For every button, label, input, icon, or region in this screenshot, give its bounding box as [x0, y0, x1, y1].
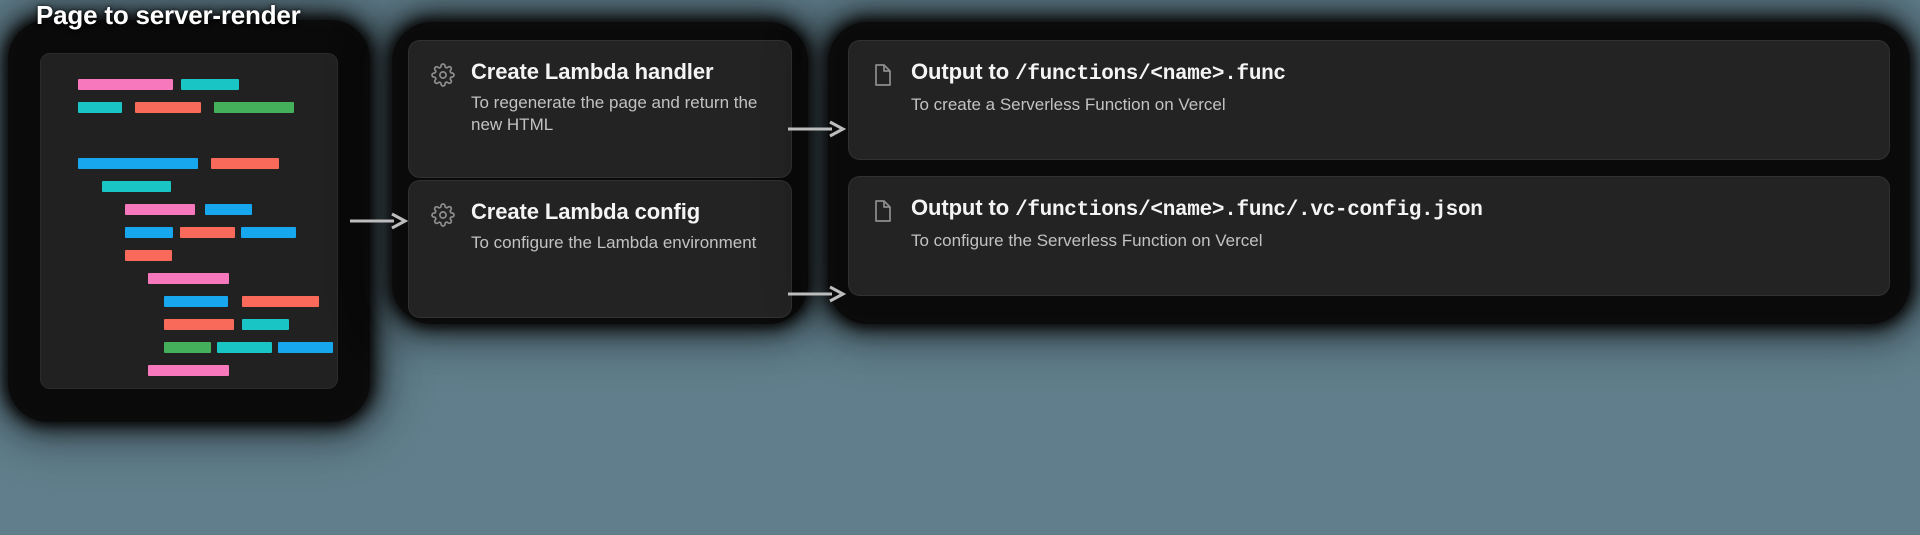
code-group — [14, 26, 364, 416]
code-bar — [125, 204, 195, 215]
code-bar — [214, 102, 294, 113]
card-create-lambda-config[interactable]: Create Lambda config To configure the La… — [408, 180, 792, 318]
card-output-function[interactable]: Output to /functions/<name>.func To crea… — [848, 40, 1890, 160]
code-bar — [135, 102, 201, 113]
card-body: Create Lambda handler To regenerate the … — [471, 59, 769, 137]
arrow-handler-to-output-icon — [788, 119, 846, 139]
card-title: Create Lambda handler — [471, 59, 714, 84]
card-title-path: /functions/<name>.func/.vc-config.json — [1015, 199, 1483, 222]
code-bar — [242, 296, 319, 307]
card-body: Create Lambda config To configure the La… — [471, 199, 769, 254]
code-bar — [205, 204, 252, 215]
code-bar — [125, 227, 173, 238]
file-icon — [871, 63, 895, 87]
card-subtitle: To configure the Serverless Function on … — [911, 230, 1263, 250]
outputs-group: Output to /functions/<name>.func To crea… — [834, 28, 1904, 318]
steps-group: Create Lambda handler To regenerate the … — [398, 28, 802, 318]
code-bar — [148, 365, 229, 376]
code-preview-panel — [40, 53, 338, 389]
gear-icon — [431, 63, 455, 87]
code-bar — [125, 388, 172, 389]
code-bar — [125, 250, 172, 261]
card-subtitle: To regenerate the page and return the ne… — [471, 92, 758, 135]
card-title-prefix: Output to — [911, 59, 1016, 84]
code-bar — [78, 79, 173, 90]
card-subtitle: To create a Serverless Function on Verce… — [911, 94, 1226, 114]
code-bar — [278, 342, 333, 353]
code-bar — [164, 296, 228, 307]
code-bar — [164, 342, 211, 353]
code-bar — [164, 319, 234, 330]
card-body: Output to /functions/<name>.func To crea… — [911, 59, 1867, 116]
code-bar — [181, 79, 239, 90]
code-bar — [180, 227, 235, 238]
arrow-code-to-steps-icon — [350, 211, 408, 231]
page-title: Page to server-render — [36, 0, 301, 30]
code-bar — [241, 227, 296, 238]
file-icon — [871, 199, 895, 223]
card-title: Create Lambda config — [471, 199, 701, 224]
arrow-config-to-output-icon — [788, 284, 846, 304]
code-bar — [102, 181, 171, 192]
card-body: Output to /functions/<name>.func/.vc-con… — [911, 195, 1867, 252]
card-title-path: /functions/<name>.func — [1015, 63, 1286, 86]
code-bar — [211, 158, 279, 169]
card-title-prefix: Output to — [911, 195, 1016, 220]
card-subtitle: To configure the Lambda environment — [471, 232, 757, 252]
gear-icon — [431, 203, 455, 227]
code-bar — [242, 319, 289, 330]
card-output-vc-config[interactable]: Output to /functions/<name>.func/.vc-con… — [848, 176, 1890, 296]
card-title: Output to /functions/<name>.func/.vc-con… — [911, 195, 1867, 224]
code-bar — [78, 158, 198, 169]
code-bar — [217, 342, 272, 353]
card-create-lambda-handler[interactable]: Create Lambda handler To regenerate the … — [408, 40, 792, 178]
code-bar — [78, 102, 122, 113]
card-title: Output to /functions/<name>.func — [911, 59, 1867, 88]
code-bar — [148, 273, 229, 284]
